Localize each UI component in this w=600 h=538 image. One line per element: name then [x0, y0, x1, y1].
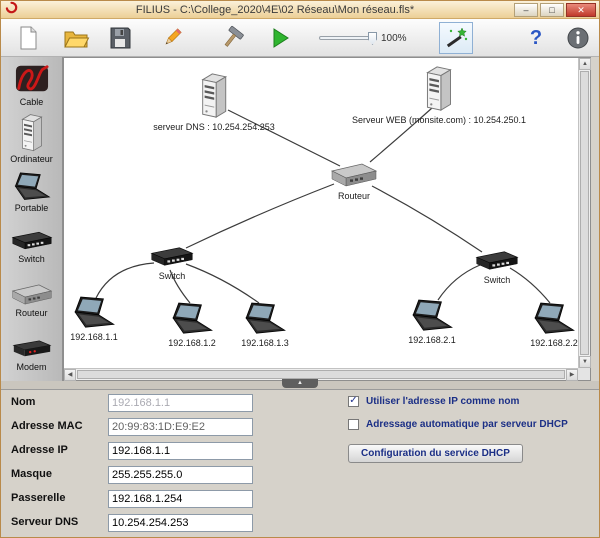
sidebar-item-portable[interactable]: Portable: [3, 165, 61, 219]
open-folder-icon: [64, 31, 90, 48]
passerelle-field[interactable]: [108, 490, 253, 508]
node-switch-right[interactable]: Switch: [474, 249, 520, 285]
laptop-icon: [69, 296, 119, 330]
laptop-icon: [240, 302, 290, 336]
laptop-icon: [167, 302, 217, 336]
router-icon: [11, 282, 53, 307]
open-file-button[interactable]: [59, 22, 93, 54]
design-mode-button[interactable]: [155, 22, 189, 54]
scroll-right-button[interactable]: ▶: [566, 369, 578, 381]
dhcp-config-button[interactable]: Configuration du service DHCP: [348, 444, 523, 463]
zoom-level: 100%: [381, 32, 407, 44]
scroll-left-button[interactable]: ◀: [64, 369, 76, 381]
info-button[interactable]: [561, 22, 595, 54]
laptop-icon: [407, 299, 457, 333]
info-icon: [567, 27, 589, 49]
zoom-slider[interactable]: [319, 32, 377, 45]
minimize-button[interactable]: –: [514, 3, 538, 17]
scroll-down-button[interactable]: ▼: [579, 356, 591, 368]
zoom-control: 100%: [319, 19, 407, 57]
node-web-server[interactable]: Serveur WEB (monsite.com) : 10.254.250.1: [352, 65, 526, 125]
filius-logo-icon: [5, 1, 18, 19]
hammer-build-icon: [224, 25, 244, 47]
adresse-ip-label: Adresse IP: [11, 444, 68, 456]
masque-field[interactable]: [108, 466, 253, 484]
maximize-button[interactable]: □: [540, 3, 564, 17]
node-pc-192-168-2-2[interactable]: 192.168.2.2: [529, 302, 578, 348]
horizontal-scroll-thumb[interactable]: [77, 370, 565, 379]
computer-icon: [17, 113, 47, 153]
dhcp-auto-checkbox[interactable]: [348, 419, 359, 430]
sidebar-item-ordinateur[interactable]: Ordinateur: [3, 111, 61, 165]
play-simulation-icon: [273, 28, 289, 48]
node-pc-192-168-1-2[interactable]: 192.168.1.2: [167, 302, 217, 348]
component-palette: Cable Ordinateur Portable Switch Routeur…: [1, 57, 63, 381]
help-icon: ?: [529, 26, 543, 49]
save-icon: [110, 27, 131, 49]
scrollbar-corner: [578, 368, 590, 380]
switch-icon: [11, 229, 53, 253]
cable-icon: [12, 62, 52, 96]
switch-icon: [474, 249, 520, 273]
adresse-mac-field[interactable]: [108, 418, 253, 436]
use-ip-as-name-checkbox[interactable]: ✓: [348, 395, 359, 407]
new-file-button[interactable]: [11, 22, 45, 54]
masque-label: Masque: [11, 468, 52, 480]
network-cables: [95, 107, 551, 304]
pencil-edit-mode-icon: [165, 28, 182, 45]
node-router[interactable]: Routeur: [330, 161, 378, 201]
start-simulation-button[interactable]: [263, 22, 297, 54]
toolbar: 100% ?: [1, 19, 599, 57]
laptop-icon: [529, 302, 578, 336]
vertical-scrollbar: ▲ ▼: [578, 58, 591, 368]
node-dns-server[interactable]: serveur DNS : 10.254.254.253: [153, 72, 275, 132]
checkbox-use-ip-as-name[interactable]: ✓ Utiliser l'adresse IP comme nom: [348, 395, 520, 407]
build-mode-button[interactable]: [215, 22, 249, 54]
sidebar-item-routeur[interactable]: Routeur: [3, 273, 61, 327]
modem-icon: [12, 337, 52, 361]
network-canvas[interactable]: serveur DNS : 10.254.254.253 Serveur WEB…: [63, 57, 591, 381]
checkbox-dhcp-auto[interactable]: Adressage automatique par serveur DHCP: [348, 419, 568, 430]
window-title: FILIUS - C:\College_2020\4E\02 Réseau\Mo…: [135, 3, 415, 16]
sidebar-item-cable[interactable]: Cable: [3, 57, 61, 111]
adresse-mac-label: Adresse MAC: [11, 420, 83, 432]
switch-icon: [149, 245, 195, 269]
horizontal-scrollbar: ◀ ▶: [64, 368, 578, 381]
wizard-icon: [446, 27, 468, 48]
zoom-slider-thumb[interactable]: [368, 32, 377, 45]
server-icon: [421, 65, 457, 113]
sidebar-item-modem[interactable]: Modem: [3, 327, 61, 381]
router-icon: [330, 161, 378, 189]
title-bar: FILIUS - C:\College_2020\4E\02 Réseau\Mo…: [1, 1, 599, 19]
wizard-button[interactable]: [439, 22, 473, 54]
nom-field[interactable]: [108, 394, 253, 412]
close-button[interactable]: ✕: [566, 3, 596, 17]
scroll-up-button[interactable]: ▲: [579, 58, 591, 70]
collapse-panel-tab[interactable]: ▲: [282, 379, 318, 388]
help-button[interactable]: ?: [519, 22, 553, 54]
new-document-icon: [20, 26, 37, 50]
node-pc-192-168-2-1[interactable]: 192.168.2.1: [407, 299, 457, 345]
nom-label: Nom: [11, 396, 36, 408]
adresse-ip-field[interactable]: [108, 442, 253, 460]
server-icon: [196, 72, 232, 120]
node-switch-left[interactable]: Switch: [149, 245, 195, 281]
panel-splitter[interactable]: ▲: [1, 379, 599, 389]
laptop-icon: [10, 172, 54, 202]
serveur-dns-label: Serveur DNS: [11, 516, 79, 528]
passerelle-label: Passerelle: [11, 492, 66, 504]
sidebar-item-switch[interactable]: Switch: [3, 219, 61, 273]
node-pc-192-168-1-1[interactable]: 192.168.1.1: [69, 296, 119, 342]
serveur-dns-field[interactable]: [108, 514, 253, 532]
properties-panel: Nom Adresse MAC Adresse IP Masque Passer…: [1, 389, 599, 537]
node-pc-192-168-1-3[interactable]: 192.168.1.3: [240, 302, 290, 348]
vertical-scroll-thumb[interactable]: [580, 71, 589, 355]
save-file-button[interactable]: [103, 22, 137, 54]
canvas-content[interactable]: serveur DNS : 10.254.254.253 Serveur WEB…: [64, 58, 578, 368]
